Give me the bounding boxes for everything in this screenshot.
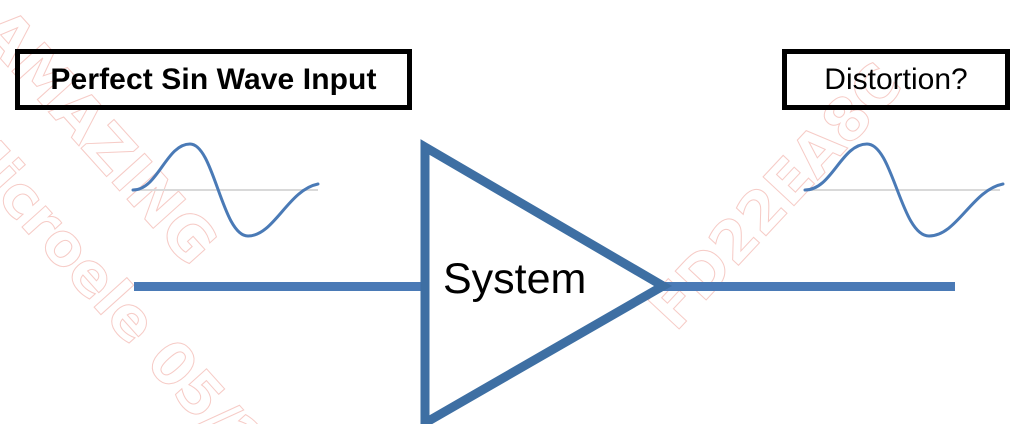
system-block-label: System [443, 255, 587, 303]
output-label-box: Distortion? [782, 49, 1010, 110]
input-sine-wave [128, 138, 323, 253]
system-block-triangle [405, 135, 680, 424]
output-sine-wave [800, 138, 1010, 253]
output-label-text: Distortion? [824, 62, 968, 96]
output-signal-line [655, 282, 955, 291]
input-signal-line [134, 282, 424, 291]
input-label-text: Perfect Sin Wave Input [50, 62, 377, 96]
input-label-box: Perfect Sin Wave Input [15, 49, 412, 110]
